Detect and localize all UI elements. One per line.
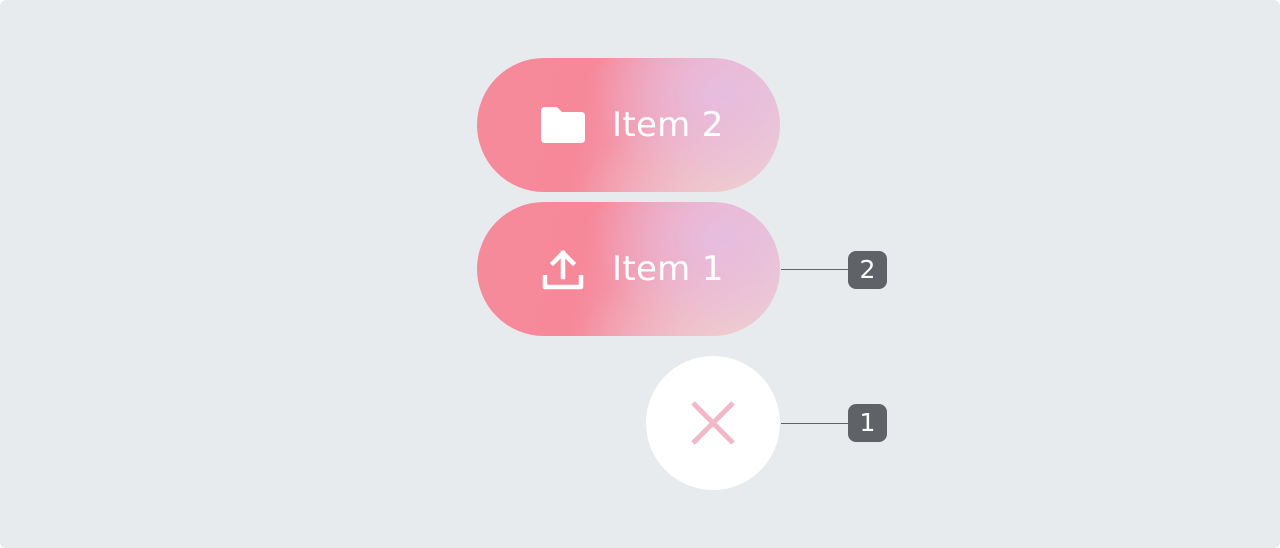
callout-line-2 [781, 269, 848, 270]
speed-dial-item-label: Item 2 [612, 105, 724, 145]
speed-dial-item-2[interactable]: Item 2 [477, 58, 780, 192]
speed-dial-item-1[interactable]: Item 1 [477, 202, 780, 336]
callout-line-1 [781, 423, 848, 424]
callout-badge-1: 1 [848, 404, 887, 442]
upload-icon [542, 249, 584, 290]
folder-icon [541, 107, 585, 143]
callout-badge-2: 2 [848, 251, 887, 289]
speed-dial-item-label: Item 1 [612, 249, 724, 289]
close-icon [691, 401, 735, 445]
close-fab-button[interactable] [646, 356, 780, 490]
